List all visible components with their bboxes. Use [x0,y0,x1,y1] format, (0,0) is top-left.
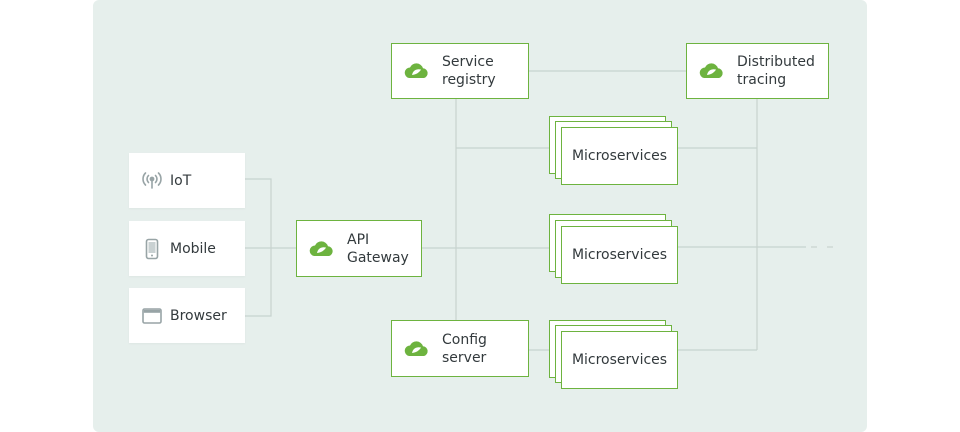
spring-leaf-cloud-icon [699,63,723,78]
config-server-label: Config server [442,331,487,366]
client-iot: IoT [129,153,245,208]
service-registry-box: Service registry [391,43,529,99]
config-server-box: Config server [391,320,529,377]
microservices-card: Microservices [561,127,678,185]
microservices-label: Microservices [571,148,668,164]
client-mobile: Mobile [129,221,245,276]
browser-window-icon [142,307,162,324]
spring-leaf-cloud-icon [309,240,333,256]
microservices-label: Microservices [571,247,668,263]
spring-leaf-cloud-icon [404,63,428,78]
client-mobile-label: Mobile [170,240,216,257]
antenna-icon [142,171,162,189]
service-registry-label: Service registry [442,54,496,88]
api-gateway-label: API Gateway [347,231,409,266]
microservices-card: Microservices [561,226,678,284]
phone-icon [145,238,159,259]
distributed-tracing-label: Distributed tracing [737,54,815,88]
distributed-tracing-box: Distributed tracing [686,43,829,99]
microservices-label: Microservices [571,352,668,368]
client-browser: Browser [129,288,245,343]
client-iot-label: IoT [170,172,192,189]
api-gateway-box: API Gateway [296,220,422,277]
client-browser-label: Browser [170,307,227,324]
spring-leaf-cloud-icon [404,340,428,356]
microservices-card: Microservices [561,331,678,389]
